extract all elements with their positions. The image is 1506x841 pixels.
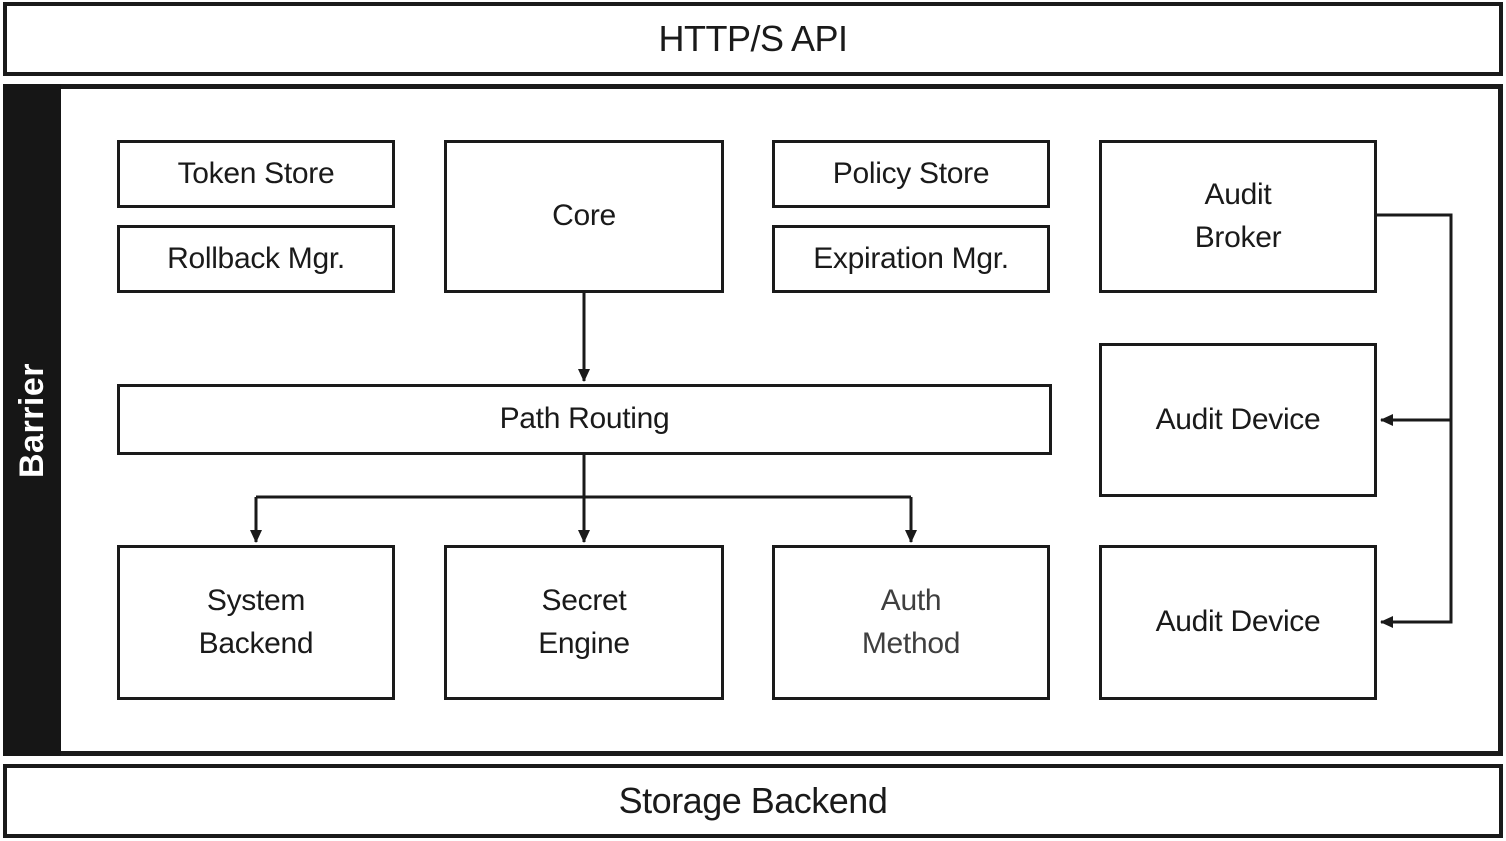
expiration-mgr-label: Expiration Mgr. <box>813 241 1009 275</box>
secret-engine-label: Secret Engine <box>538 583 630 660</box>
storage-backend-bar: Storage Backend <box>3 764 1503 838</box>
system-backend-label: System Backend <box>198 583 314 660</box>
core-label: Core <box>552 199 616 233</box>
rollback-mgr-label: Rollback Mgr. <box>167 241 345 275</box>
node-policy-store: Policy Store <box>772 140 1050 208</box>
policy-store-label: Policy Store <box>832 156 990 190</box>
audit-broker-label: Audit Broker <box>1194 177 1282 254</box>
node-auth-method: Auth Method <box>772 545 1050 700</box>
node-system-backend: System Backend <box>117 545 395 700</box>
node-path-routing: Path Routing <box>117 384 1052 455</box>
audit-device-bottom-label: Audit Device <box>1155 605 1321 639</box>
token-store-label: Token Store <box>177 156 335 190</box>
http-api-bar: HTTP/S API <box>3 2 1503 76</box>
diagram-canvas: Token Store Rollback Mgr. Core Policy St… <box>61 84 1503 756</box>
http-api-label: HTTP/S API <box>658 18 848 59</box>
auth-method-label: Auth Method <box>861 583 961 660</box>
node-core: Core <box>444 140 724 293</box>
barrier-label: Barrier <box>12 362 51 478</box>
node-expiration-mgr: Expiration Mgr. <box>772 225 1050 293</box>
storage-backend-label: Storage Backend <box>618 780 888 821</box>
barrier-bar: Barrier <box>3 84 61 756</box>
node-audit-broker: Audit Broker <box>1099 140 1377 293</box>
node-token-store: Token Store <box>117 140 395 208</box>
node-audit-device-bottom: Audit Device <box>1099 545 1377 700</box>
node-audit-device-top: Audit Device <box>1099 343 1377 497</box>
node-rollback-mgr: Rollback Mgr. <box>117 225 395 293</box>
audit-device-top-label: Audit Device <box>1155 402 1321 436</box>
barrier-section: Barrier <box>3 84 1503 756</box>
node-secret-engine: Secret Engine <box>444 545 724 700</box>
path-routing-label: Path Routing <box>499 402 670 436</box>
